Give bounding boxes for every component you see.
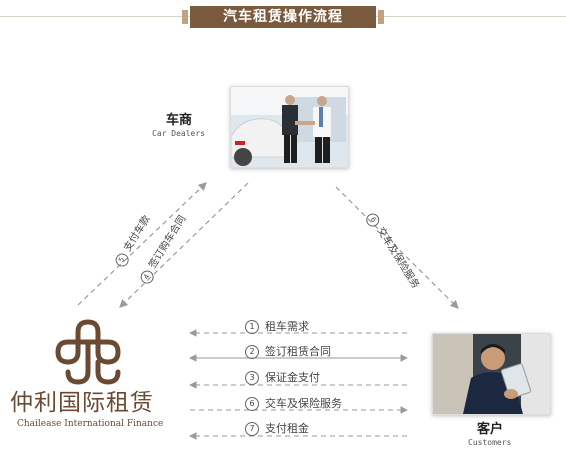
car-dealers-photo	[230, 86, 349, 168]
arrow-purchase-contract	[119, 182, 249, 308]
arrow-delivery	[335, 186, 459, 309]
brand-name-en: Chailease International Finance	[17, 419, 164, 429]
customer-photo	[432, 333, 551, 415]
customer-label-en: Customers	[468, 438, 512, 447]
dealer-label-en: Car Dealers	[152, 129, 205, 138]
arrow-pay-dealer	[77, 182, 207, 306]
customer-label: 客户	[477, 422, 504, 437]
brand-name: 仲利国际租赁	[10, 390, 154, 416]
page-title: 汽车租赁操作流程	[182, 6, 384, 28]
chailease-logo-icon	[55, 319, 121, 385]
dealer-label: 车商	[166, 113, 193, 128]
